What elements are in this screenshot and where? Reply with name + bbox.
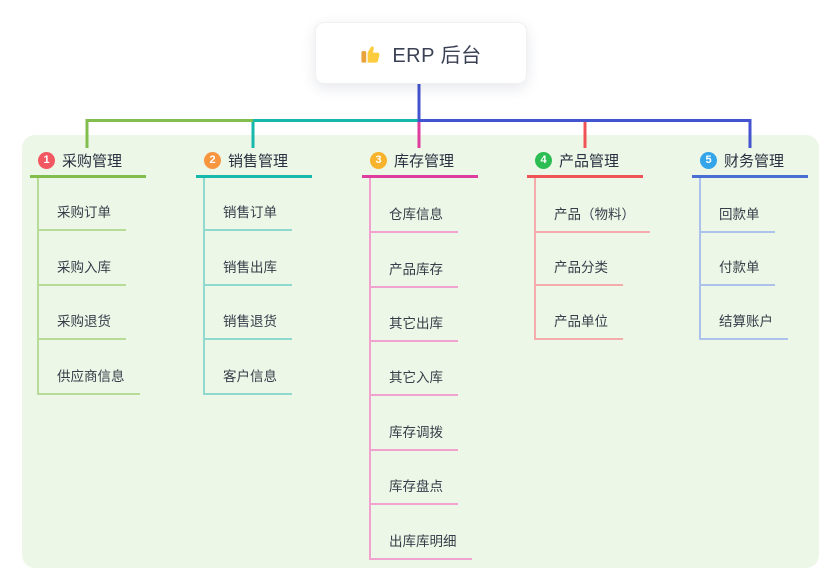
child-node[interactable]: 产品分类 bbox=[534, 259, 623, 286]
child-node[interactable]: 仓库信息 bbox=[369, 206, 458, 233]
child-node[interactable]: 采购退货 bbox=[37, 313, 126, 340]
child-node[interactable]: 产品单位 bbox=[534, 313, 623, 340]
child-node[interactable]: 供应商信息 bbox=[37, 368, 140, 395]
branch-number-badge: 3 bbox=[370, 152, 387, 169]
child-node[interactable]: 产品（物料） bbox=[534, 206, 650, 233]
child-node[interactable]: 销售订单 bbox=[203, 204, 292, 231]
child-node[interactable]: 付款单 bbox=[699, 259, 775, 286]
branch-label: 销售管理 bbox=[228, 153, 289, 170]
branch-label: 采购管理 bbox=[62, 153, 123, 170]
child-node[interactable]: 出库库明细 bbox=[369, 533, 472, 560]
child-node[interactable]: 库存盘点 bbox=[369, 478, 458, 505]
child-node[interactable]: 产品库存 bbox=[369, 261, 458, 288]
child-node[interactable]: 采购订单 bbox=[37, 204, 126, 231]
child-node[interactable]: 其它入库 bbox=[369, 369, 458, 396]
child-node[interactable]: 销售出库 bbox=[203, 259, 292, 286]
child-node[interactable]: 采购入库 bbox=[37, 259, 126, 286]
child-node[interactable]: 其它出库 bbox=[369, 315, 458, 342]
root-node[interactable]: ERP 后台 bbox=[315, 22, 527, 84]
branch-children-connector bbox=[699, 178, 701, 340]
branch-header-inventory[interactable]: 3 库存管理 bbox=[362, 146, 478, 178]
root-node-label: ERP 后台 bbox=[392, 44, 482, 67]
branches-background-panel bbox=[22, 135, 819, 568]
branch-header-finance[interactable]: 5 财务管理 bbox=[692, 146, 808, 178]
child-node[interactable]: 回款单 bbox=[699, 206, 775, 233]
child-node[interactable]: 销售退货 bbox=[203, 313, 292, 340]
thumbs-up-icon bbox=[361, 45, 380, 63]
branch-label: 库存管理 bbox=[394, 153, 455, 170]
child-node[interactable]: 库存调拨 bbox=[369, 424, 458, 451]
branch-number-badge: 5 bbox=[700, 152, 717, 169]
branch-children-connector bbox=[203, 178, 205, 395]
branch-number-badge: 4 bbox=[535, 152, 552, 169]
branch-header-sales[interactable]: 2 销售管理 bbox=[196, 146, 312, 178]
branch-number-badge: 2 bbox=[204, 152, 221, 169]
child-node[interactable]: 客户信息 bbox=[203, 368, 292, 395]
branch-header-purchase[interactable]: 1 采购管理 bbox=[30, 146, 146, 178]
branch-header-product[interactable]: 4 产品管理 bbox=[527, 146, 643, 178]
child-node[interactable]: 结算账户 bbox=[699, 313, 788, 340]
branch-number-badge: 1 bbox=[38, 152, 55, 169]
branch-children-connector bbox=[534, 178, 536, 340]
branch-label: 财务管理 bbox=[724, 153, 785, 170]
branch-children-connector bbox=[369, 178, 371, 560]
branch-children-connector bbox=[37, 178, 39, 395]
branch-label: 产品管理 bbox=[559, 153, 620, 170]
